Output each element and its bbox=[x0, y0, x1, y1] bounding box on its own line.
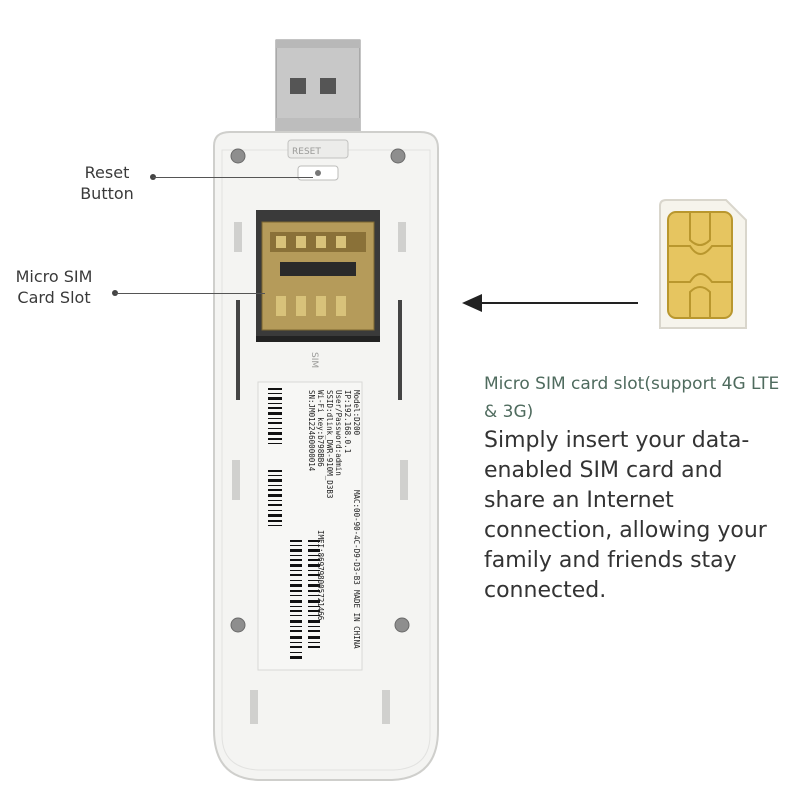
reset-callout-line bbox=[153, 177, 313, 178]
sticker-origin: MADE IN CHINA bbox=[352, 590, 361, 649]
description-heading: Micro SIM card slot(support 4G LTE & 3G) bbox=[484, 374, 780, 422]
sim-callout-line bbox=[115, 293, 265, 294]
sticker-text: SSID:dlink_DWR-910M_D3B3 bbox=[325, 390, 334, 498]
sticker-mac: MAC:00-90-4C-D9-D3-B3 bbox=[352, 490, 361, 585]
arrow-left-icon bbox=[462, 294, 482, 312]
sim-card-slot bbox=[256, 210, 380, 342]
sim-mark: SIM bbox=[309, 352, 319, 368]
reset-mark: RESET bbox=[292, 147, 321, 157]
reset-button bbox=[287, 139, 349, 181]
sticker-text: User/Password:admin bbox=[334, 390, 343, 476]
reset-label-line2: Button bbox=[80, 184, 134, 203]
sticker-text: Wi-Fi key:b798BB6 bbox=[316, 390, 325, 467]
sticker-text: Model:D200 bbox=[352, 390, 361, 436]
sim-label-line1: Micro SIM bbox=[15, 267, 93, 286]
sticker-text: SN:JM0122460000014 bbox=[307, 390, 316, 472]
reset-label-line1: Reset bbox=[84, 163, 130, 182]
sim-label-line2: Card Slot bbox=[17, 288, 91, 307]
sticker-text: IP:192.168.0.1 bbox=[343, 390, 352, 453]
sticker-imei: IMEI:869798005721466 bbox=[316, 530, 325, 621]
device-sticker: Model:D200 IP:192.168.0.1 User/Password:… bbox=[257, 147, 363, 671]
description-block: Micro SIM card slot(support 4G LTE & 3G)… bbox=[484, 370, 784, 606]
sim-slot-callout-label: Micro SIM Card Slot bbox=[0, 266, 108, 308]
usb-connector bbox=[275, 39, 361, 141]
arrow-shaft bbox=[480, 302, 638, 304]
description-body: Simply insert your data-enabled SIM card… bbox=[484, 428, 767, 603]
reset-callout-label: Reset Button bbox=[62, 162, 152, 204]
